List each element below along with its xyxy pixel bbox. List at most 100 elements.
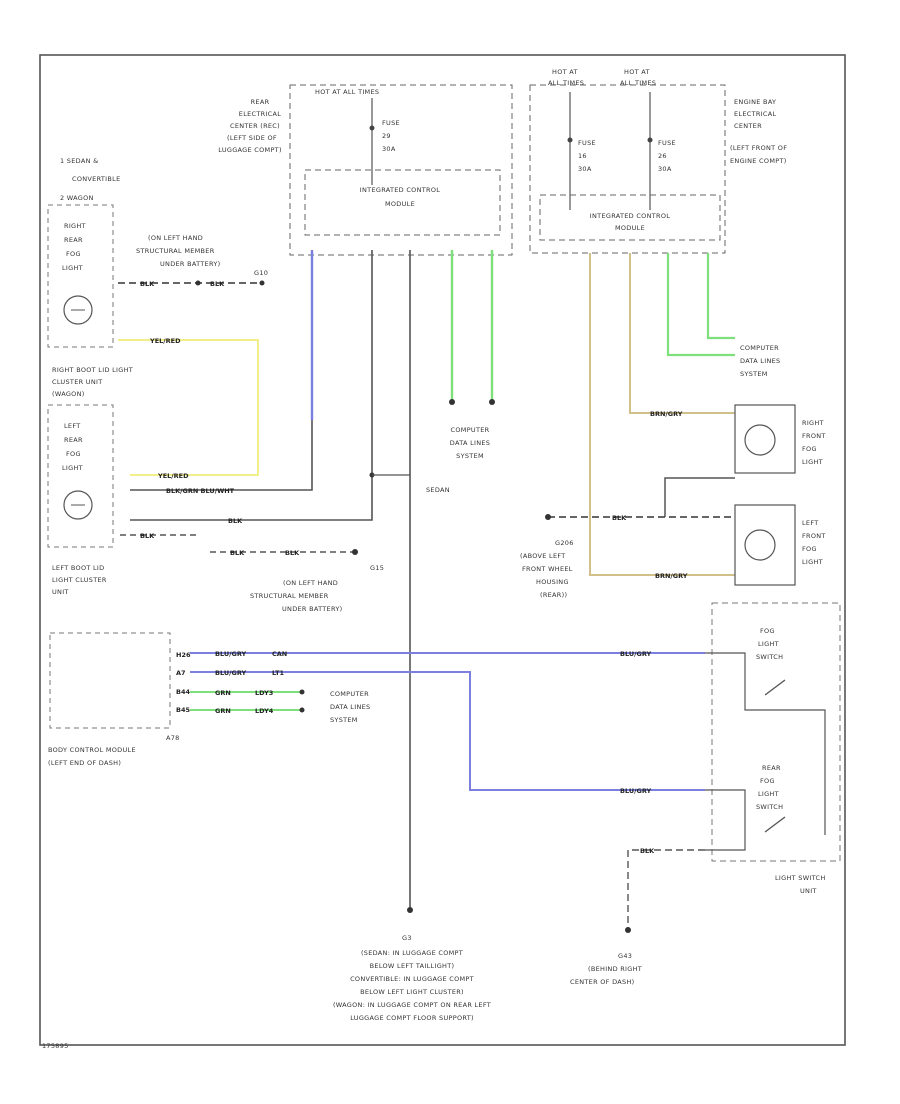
- ground-g3-desc: LUGGAGE COMPT FLOOR SUPPORT): [350, 1014, 474, 1022]
- wire-rffl-ground: [664, 477, 735, 517]
- lffl-label: FOG: [802, 545, 817, 553]
- left-boot-cluster-label: LIGHT CLUSTER: [52, 576, 107, 584]
- ground-g15-desc: STRUCTURAL MEMBER: [250, 592, 329, 600]
- wire-green-engine1: [666, 253, 735, 357]
- wire-label-blu-gry: BLU/GRY: [620, 787, 652, 795]
- wire-label-blk: BLK: [140, 532, 155, 540]
- ground-g3-desc: BELOW LEFT TAILLIGHT): [370, 962, 455, 970]
- light-switch-unit-box: [711, 602, 841, 862]
- eec-label-line: ENGINE BAY: [734, 98, 776, 106]
- eec-label-line: ENGINE COMPT): [730, 157, 787, 165]
- eec-hot1: HOT AT: [552, 68, 578, 76]
- rec-fuse-label: FUSE: [382, 119, 400, 127]
- eec-hot2: ALL TIMES: [620, 79, 656, 87]
- bcm-label: BODY CONTROL MODULE: [48, 746, 136, 754]
- bcm-pin: B45: [176, 706, 190, 714]
- wire-label-blu-gry: BLU/GRY: [215, 669, 247, 677]
- ground-g3-desc: CONVERTIBLE: IN LUGGAGE COMPT: [350, 975, 474, 983]
- diagram-id: 175895: [42, 1042, 69, 1050]
- wire-yellow-red: [118, 339, 259, 476]
- rrfl-label: REAR: [64, 236, 83, 244]
- wire-label-ldy4: LDY4: [255, 707, 274, 715]
- rec-label: REAR ELECTRICAL CENTER (REC) (LEFT SIDE …: [218, 98, 282, 154]
- body-control-module-box: [49, 632, 171, 729]
- bcm-label: (LEFT END OF DASH): [48, 759, 121, 767]
- rffl-label: FOG: [802, 445, 817, 453]
- rear-fog-switch-wiring: [705, 789, 746, 851]
- right-boot-cluster-label: CLUSTER UNIT: [52, 378, 103, 386]
- ground-g43-icon: [625, 927, 631, 933]
- wire-label-grn: GRN: [215, 689, 231, 697]
- eec-fuse1-label: FUSE: [578, 139, 596, 147]
- wire-label-blk: BLK: [230, 549, 245, 557]
- cdl-arrow: [299, 707, 305, 713]
- ground-g3-icon: [407, 907, 413, 913]
- eec-fuse2-label: 30A: [658, 165, 672, 173]
- ground-g206-id: G206: [555, 539, 574, 547]
- ground-g10-icon: [259, 280, 265, 286]
- rear-fog-switch-label: LIGHT: [758, 790, 779, 798]
- wire-blk-sedan: [130, 250, 373, 521]
- cdl-label: DATA LINES: [330, 703, 370, 711]
- engine-icm-label: INTEGRATED CONTROL: [590, 212, 670, 220]
- lffl-label: LIGHT: [802, 558, 823, 566]
- eec-fuse2-label: 26: [658, 152, 667, 160]
- right-boot-cluster-label: RIGHT BOOT LID LIGHT: [52, 366, 133, 374]
- ground-g10-desc: UNDER BATTERY): [160, 260, 220, 268]
- bcm-pin: H26: [176, 651, 191, 659]
- wire-label-blk: BLK: [210, 280, 225, 288]
- rear-icm-label: INTEGRATED CONTROL: [360, 186, 440, 194]
- right-rear-fog-light-box: [47, 204, 114, 348]
- fog-switch-contact-icon: [764, 679, 786, 696]
- engine-icm-label: MODULE: [615, 224, 645, 232]
- wire-ground-dash: [627, 849, 705, 930]
- rec-label-line: LUGGAGE COMPT): [218, 146, 282, 154]
- ground-g15-desc: UNDER BATTERY): [282, 605, 342, 613]
- lrfl-label: LIGHT: [62, 464, 83, 472]
- ground-g10-id: G10: [254, 269, 268, 277]
- rear-electrical-center-box: [289, 84, 513, 256]
- bcm-pin: A7: [176, 669, 186, 677]
- ground-g10-desc: STRUCTURAL MEMBER: [136, 247, 215, 255]
- eec-fuse1-label: 30A: [578, 165, 592, 173]
- wire-label-brn: BRN/GRY: [650, 410, 683, 418]
- lrfl-label: FOG: [66, 450, 81, 458]
- left-rear-fog-light-box: [47, 404, 114, 548]
- note-2: 2 WAGON: [60, 194, 94, 202]
- wire-brown-right-front: [629, 253, 735, 414]
- wire-label-blu-gry: BLU/GRY: [215, 650, 247, 658]
- wire-blk-grn: [130, 420, 313, 491]
- rec-label-line: CENTER (REC): [230, 122, 280, 130]
- wire-label-blk: BLK: [140, 280, 155, 288]
- rec-fuse-label: 30A: [382, 145, 396, 153]
- bcm-id: A78: [166, 734, 180, 742]
- note-1b: CONVERTIBLE: [72, 175, 121, 183]
- rec-fuse-node: [369, 125, 375, 131]
- wire-label-grn: GRN: [215, 707, 231, 715]
- eec-label-line: (LEFT FRONT OF: [730, 144, 787, 152]
- cdl-label: SYSTEM: [330, 716, 358, 724]
- engine-icm-box: [539, 194, 721, 241]
- rec-label-line: ELECTRICAL: [239, 110, 281, 118]
- ground-g3-id: G3: [402, 934, 412, 942]
- left-front-fog-light-box: [734, 504, 796, 586]
- eec-label-line: CENTER: [734, 122, 762, 130]
- note-1: 1 SEDAN &: [60, 157, 98, 165]
- ground-g43-id: G43: [618, 952, 632, 960]
- wire-label-yel-red: YEL/RED: [157, 472, 189, 480]
- wire-label-blk: BLK: [640, 847, 655, 855]
- ground-g10-desc: (ON LEFT HAND: [148, 234, 203, 242]
- eec-label-line: ELECTRICAL: [734, 110, 776, 118]
- lrfl-label: REAR: [64, 436, 83, 444]
- rrfl-label: LIGHT: [62, 264, 83, 272]
- rear-icm-label: MODULE: [385, 200, 415, 208]
- rear-fog-switch-label: FOG: [760, 777, 775, 785]
- eec-fuse2-label: FUSE: [658, 139, 676, 147]
- eec-fuse1-node: [567, 137, 573, 143]
- ground-g15-id: G15: [370, 564, 384, 572]
- fog-switch-label: FOG: [760, 627, 775, 635]
- ground-g3-desc: (SEDAN: IN LUGGAGE COMPT: [361, 949, 463, 957]
- wire-label-ldy3: LDY3: [255, 689, 273, 697]
- ground-g43-desc: (BEHIND RIGHT: [588, 965, 642, 973]
- rffl-label: FRONT: [802, 432, 826, 440]
